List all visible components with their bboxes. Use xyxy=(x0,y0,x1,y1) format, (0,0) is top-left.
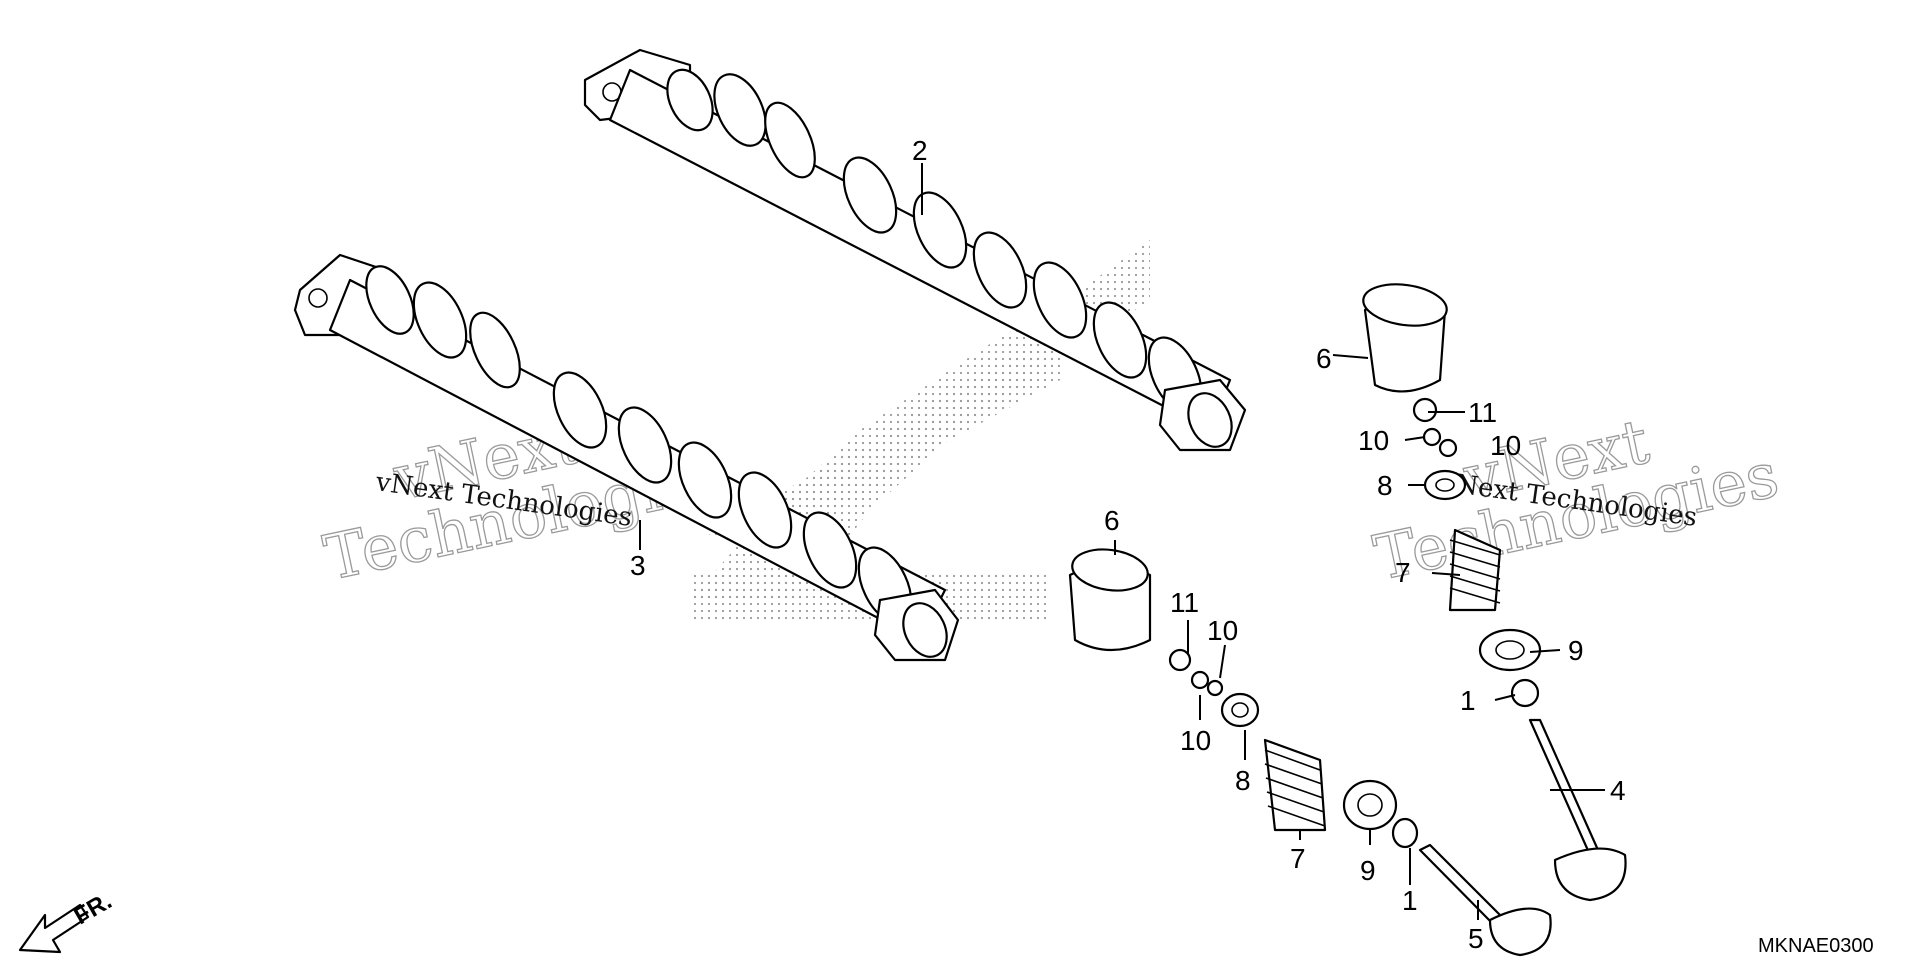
valve-assembly-right xyxy=(1362,283,1627,902)
callout-4: 4 xyxy=(1610,775,1626,806)
camshaft-upper xyxy=(583,48,1247,452)
callout-3: 3 xyxy=(630,550,646,581)
callout-9-left: 9 xyxy=(1360,855,1376,886)
callout-5: 5 xyxy=(1468,923,1484,954)
callout-8-left: 8 xyxy=(1235,765,1251,796)
callout-1-right: 1 xyxy=(1460,685,1476,716)
diagram-code: MKNAE0300 xyxy=(1758,935,1874,957)
callout-9-right: 9 xyxy=(1568,635,1584,666)
callout-11-left: 11 xyxy=(1170,587,1199,618)
callout-2: 2 xyxy=(912,135,928,166)
callout-7-left: 7 xyxy=(1290,843,1306,874)
callout-1-left: 1 xyxy=(1402,885,1418,916)
callouts: 2 3 6 11 10 10 8 7 9 1 4 6 11 10 10 8 7 … xyxy=(630,135,1626,954)
callout-11-right: 11 xyxy=(1468,397,1497,428)
callout-10-left-a: 10 xyxy=(1207,615,1238,646)
leader-lines xyxy=(639,163,1605,920)
callout-10-right-b: 10 xyxy=(1490,430,1521,461)
callout-6-left: 6 xyxy=(1104,505,1120,536)
callout-6-right: 6 xyxy=(1316,343,1332,374)
front-direction-marker: FR. xyxy=(18,887,116,954)
front-arrow-icon xyxy=(18,903,90,954)
callout-10-right-a: 10 xyxy=(1358,425,1389,456)
callout-8-right: 8 xyxy=(1377,470,1393,501)
callout-10-left-b: 10 xyxy=(1180,725,1211,756)
valve-assembly-left xyxy=(1068,548,1552,957)
camshaft-lower xyxy=(293,253,960,662)
callout-7-right: 7 xyxy=(1395,557,1411,588)
